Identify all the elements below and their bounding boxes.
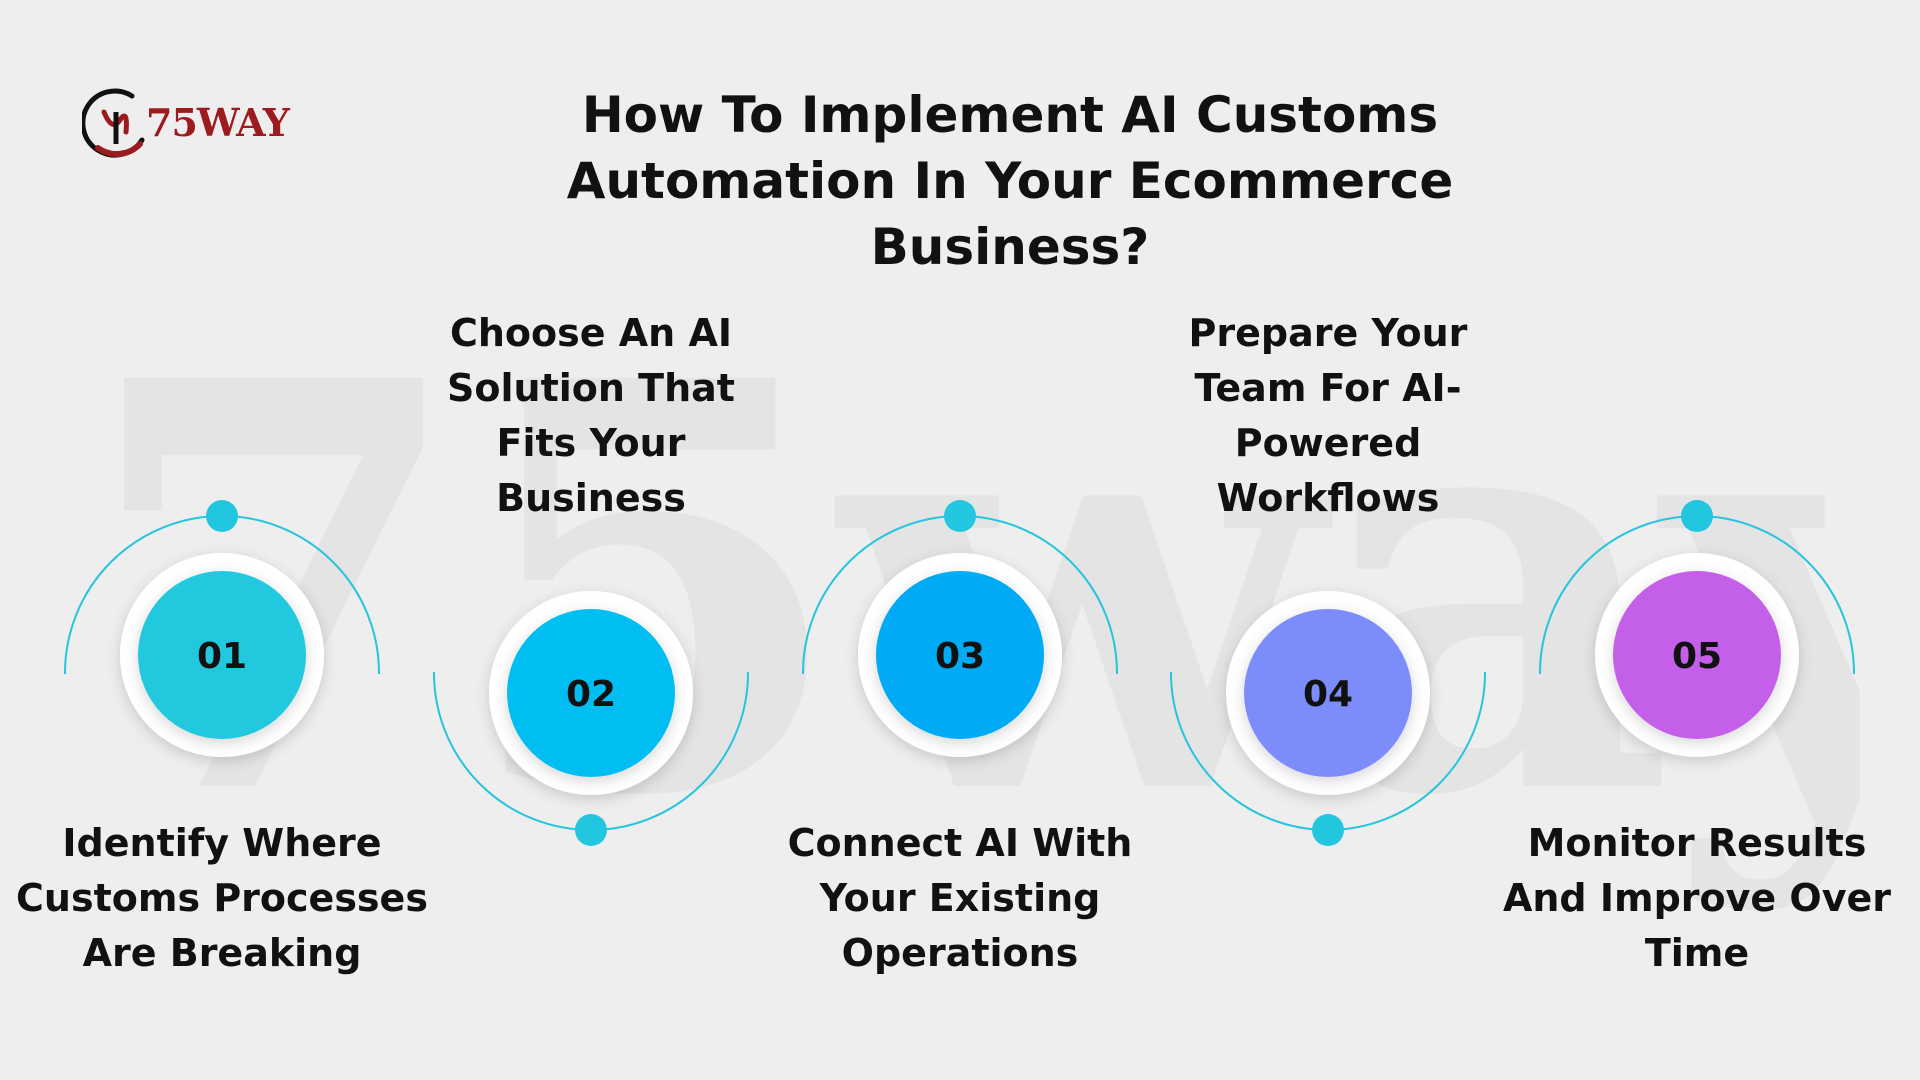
step-05: 05	[1539, 500, 1855, 757]
step-03: 03	[802, 500, 1118, 757]
step-number-circle	[507, 609, 675, 777]
step-02: 02	[433, 591, 749, 846]
step-number-circle	[876, 571, 1044, 739]
step-label: Choose An AI Solution That Fits Your Bus…	[447, 311, 735, 520]
step-number: 02	[566, 674, 616, 715]
step-number: 04	[1303, 674, 1353, 715]
logo-mark-icon	[80, 88, 145, 158]
step-connector-dot	[1681, 500, 1713, 532]
step-01: 01	[64, 500, 380, 757]
step-number: 05	[1672, 636, 1722, 677]
step-number-circle	[1244, 609, 1412, 777]
brand-logo: 75WAY	[80, 82, 302, 162]
step-label: Connect AI With Your Existing Operations	[787, 821, 1133, 975]
logo-text: 75WAY	[146, 100, 290, 145]
step-number: 01	[197, 636, 247, 677]
step-04: 04	[1170, 591, 1486, 846]
step-connector-dot	[1312, 814, 1344, 846]
step-label: Monitor Results And Improve Over Time	[1502, 821, 1892, 975]
step-label: Prepare Your Team For AI-Powered Workflo…	[1188, 311, 1468, 520]
step-number-circle	[138, 571, 306, 739]
step-label: Identify Where Customs Processes Are Bre…	[16, 821, 428, 975]
step-number-circle	[1613, 571, 1781, 739]
page-title: How To Implement AI Customs Automation I…	[566, 86, 1454, 276]
step-number: 03	[935, 636, 985, 677]
step-connector-dot	[206, 500, 238, 532]
step-connector-dot	[575, 814, 607, 846]
step-connector-dot	[944, 500, 976, 532]
